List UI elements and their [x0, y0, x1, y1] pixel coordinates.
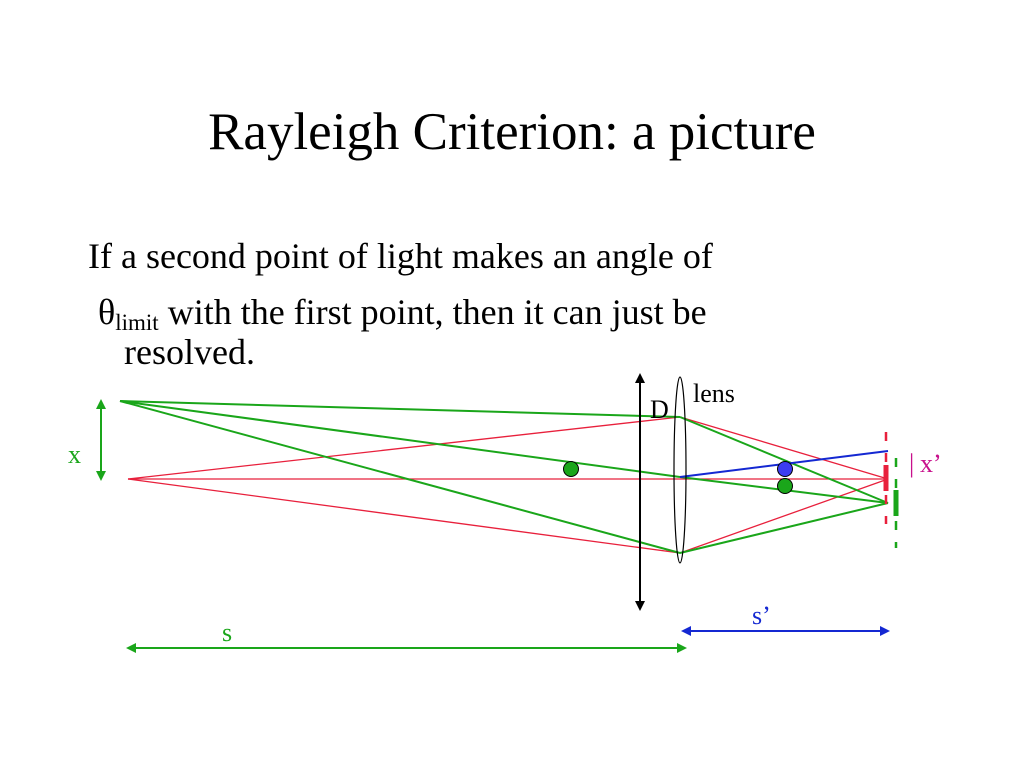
image-separation-label: x’	[920, 449, 942, 478]
green-rays	[119, 400, 889, 554]
image-plane-markers	[883, 432, 899, 548]
red-ray-bottom-object	[127, 478, 681, 554]
body-line-2: θlimit with the first point, then it can…	[88, 288, 928, 336]
lens-label: lens	[693, 379, 735, 408]
red-ray-bottom-image	[679, 478, 889, 554]
object-separation-label: x	[68, 440, 81, 469]
body-line-3: resolved.	[124, 332, 255, 372]
slide-body-text: If a second point of light makes an angl…	[88, 232, 928, 376]
theta-symbol: θ	[98, 292, 116, 332]
green-dot-object-side	[563, 461, 579, 477]
object-distance-label: s	[222, 618, 232, 647]
red-ray-top-object	[127, 416, 681, 480]
green-ray-bottom-image	[679, 502, 889, 554]
red-ray-top-image	[679, 416, 889, 480]
body-line-2-rest: with the first point, then it can just b…	[158, 292, 707, 332]
red-rays	[127, 416, 889, 554]
theta-subscript: limit	[115, 310, 159, 335]
lens-shape	[673, 376, 687, 564]
green-ray-top-image	[679, 416, 889, 504]
image-separation-bar: |	[909, 449, 914, 478]
green-dot-image-side	[777, 478, 793, 494]
aperture-label: D	[650, 395, 669, 424]
green-ray-top-object	[119, 400, 681, 418]
slide-title: Rayleigh Criterion: a picture	[208, 103, 816, 161]
body-line-1: If a second point of light makes an angl…	[88, 236, 713, 276]
blue-dot-image-side	[777, 461, 793, 477]
green-ray-bottom-object	[119, 400, 681, 554]
image-distance-label: s’	[752, 601, 771, 630]
green-ray-center-object	[119, 400, 681, 478]
